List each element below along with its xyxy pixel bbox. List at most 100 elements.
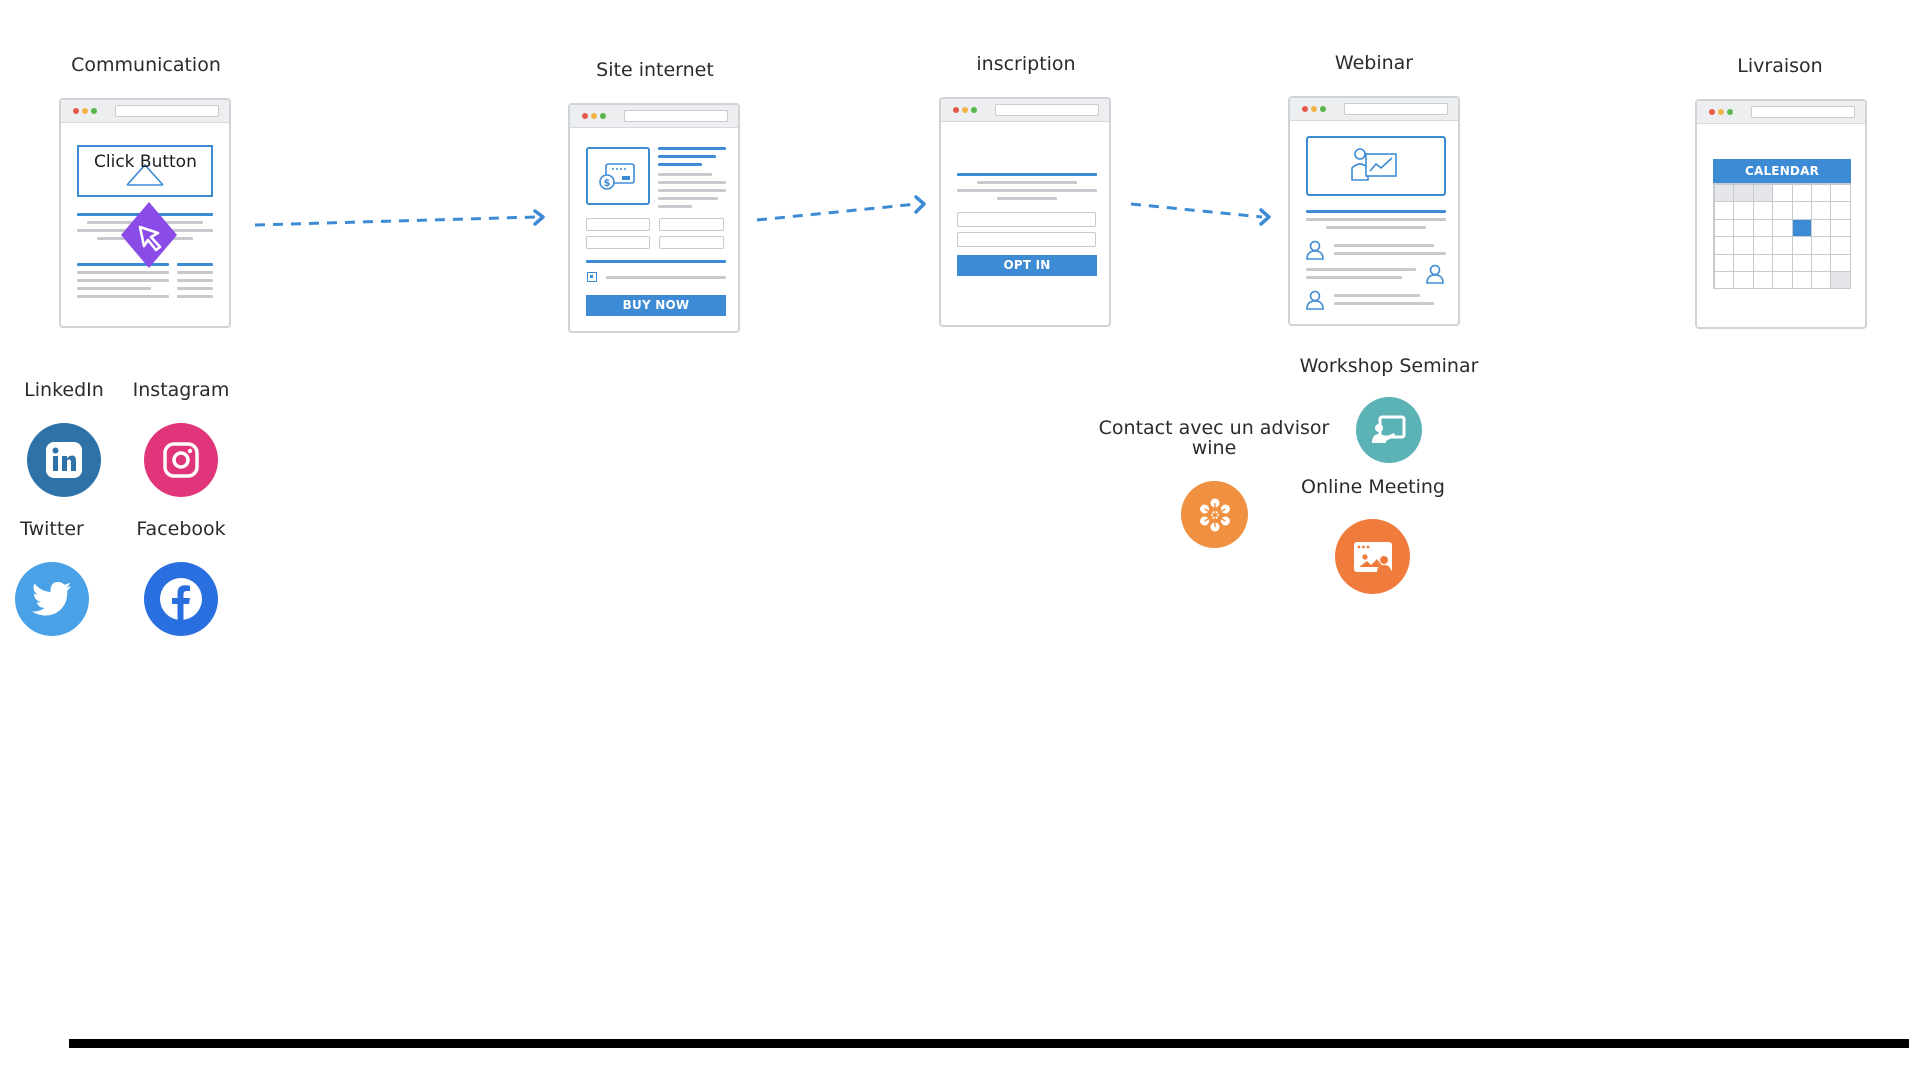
minimize-dot	[1311, 106, 1317, 112]
calendar-cell	[1752, 253, 1774, 272]
calendar-cell	[1791, 201, 1812, 220]
content-line	[658, 181, 726, 184]
instagram-icon[interactable]	[144, 423, 218, 497]
window-titlebar	[1290, 98, 1458, 121]
calendar-cell	[1791, 271, 1812, 288]
maximize-dot	[1320, 106, 1326, 112]
calendar-label: CALENDAR	[1713, 159, 1851, 183]
content-line	[658, 197, 718, 200]
content-line	[177, 295, 213, 298]
content-line	[77, 271, 169, 274]
livraison-window: CALENDAR	[1695, 99, 1867, 329]
asterisk-icon[interactable]	[1181, 481, 1248, 548]
content-line	[1334, 302, 1434, 305]
calendar-cell	[1830, 201, 1850, 220]
content-line	[658, 189, 726, 192]
calendar-cell	[1733, 271, 1754, 288]
calendar-cell	[1811, 236, 1832, 255]
calendar-cell	[1772, 271, 1793, 288]
content-line	[1306, 218, 1446, 221]
site-title: Site internet	[596, 59, 714, 81]
content-line	[1334, 244, 1434, 247]
close-dot	[73, 108, 79, 114]
maximize-dot	[1727, 109, 1733, 115]
content-line	[957, 173, 1097, 176]
calendar-cell	[1791, 218, 1812, 238]
content-line	[658, 147, 726, 150]
linkedin-icon[interactable]	[27, 423, 101, 497]
content-line	[77, 295, 169, 298]
image-placeholder-icon	[126, 163, 164, 186]
url-bar	[995, 104, 1099, 116]
content-line	[658, 173, 712, 176]
content-line	[658, 163, 702, 166]
content-line	[957, 189, 1097, 192]
calendar-icon	[1713, 183, 1851, 289]
calendar-cell	[1714, 184, 1735, 203]
user-icon	[1426, 264, 1444, 284]
communication-title: Communication	[71, 54, 221, 76]
calendar-cell	[1772, 184, 1793, 203]
presentation-icon[interactable]	[1356, 397, 1422, 463]
livraison-title: Livraison	[1737, 55, 1823, 77]
content-line	[77, 263, 169, 266]
bottom-divider	[69, 1039, 1909, 1048]
content-line	[1334, 252, 1446, 255]
calendar-cell	[1811, 184, 1832, 203]
user-icon	[1306, 240, 1324, 260]
contact-advisor-line1: Contact avec un advisor	[1098, 417, 1330, 439]
hero-image-box	[77, 145, 213, 197]
maximize-dot	[971, 107, 977, 113]
communication-window: Click Button	[59, 98, 231, 328]
arrow-icon	[254, 209, 545, 227]
close-dot	[582, 113, 588, 119]
calendar-cell	[1733, 184, 1754, 203]
url-bar	[115, 105, 219, 117]
video-meeting-icon[interactable]	[1335, 519, 1410, 594]
content-line	[1306, 210, 1446, 213]
minimize-dot	[591, 113, 597, 119]
content-line	[1306, 268, 1416, 271]
form-field	[957, 232, 1096, 247]
cursor-icon	[121, 202, 177, 268]
form-field	[586, 218, 650, 231]
twitter-icon[interactable]	[15, 562, 89, 636]
twitter-label: Twitter	[20, 518, 84, 540]
calendar-cell	[1830, 218, 1850, 238]
facebook-icon[interactable]	[144, 562, 218, 636]
window-titlebar	[61, 100, 229, 123]
calendar-cell	[1772, 201, 1793, 220]
form-field	[586, 236, 650, 249]
calendar-cell	[1714, 253, 1735, 272]
content-line	[586, 260, 726, 263]
checkbox	[587, 272, 597, 282]
calendar-cell	[1733, 218, 1754, 238]
calendar-cell	[1811, 271, 1832, 288]
calendar-cell	[1811, 218, 1832, 238]
facebook-label: Facebook	[136, 518, 226, 540]
calendar-cell	[1811, 253, 1832, 272]
content-line	[658, 205, 692, 208]
instagram-label: Instagram	[132, 379, 230, 401]
close-dot	[1709, 109, 1715, 115]
calendar-cell	[1752, 218, 1774, 238]
calendar-cell	[1714, 271, 1735, 288]
calendar-cell	[1733, 236, 1754, 255]
calendar-cell	[1772, 253, 1793, 272]
arrow-icon	[1130, 202, 1271, 226]
content-line	[658, 155, 716, 158]
url-bar	[1344, 103, 1448, 115]
linkedin-label: LinkedIn	[24, 379, 104, 401]
minimize-dot	[962, 107, 968, 113]
calendar-cell	[1752, 201, 1774, 220]
window-titlebar	[570, 105, 738, 128]
window-titlebar	[941, 99, 1109, 122]
url-bar	[624, 110, 728, 122]
calendar-cell	[1811, 201, 1832, 220]
user-icon	[1306, 290, 1324, 310]
content-line	[177, 279, 213, 282]
url-bar	[1751, 106, 1855, 118]
calendar-cell	[1830, 236, 1850, 255]
contact-advisor-label: Contact avec un advisor wine	[1099, 418, 1330, 458]
calendar-cell	[1733, 253, 1754, 272]
